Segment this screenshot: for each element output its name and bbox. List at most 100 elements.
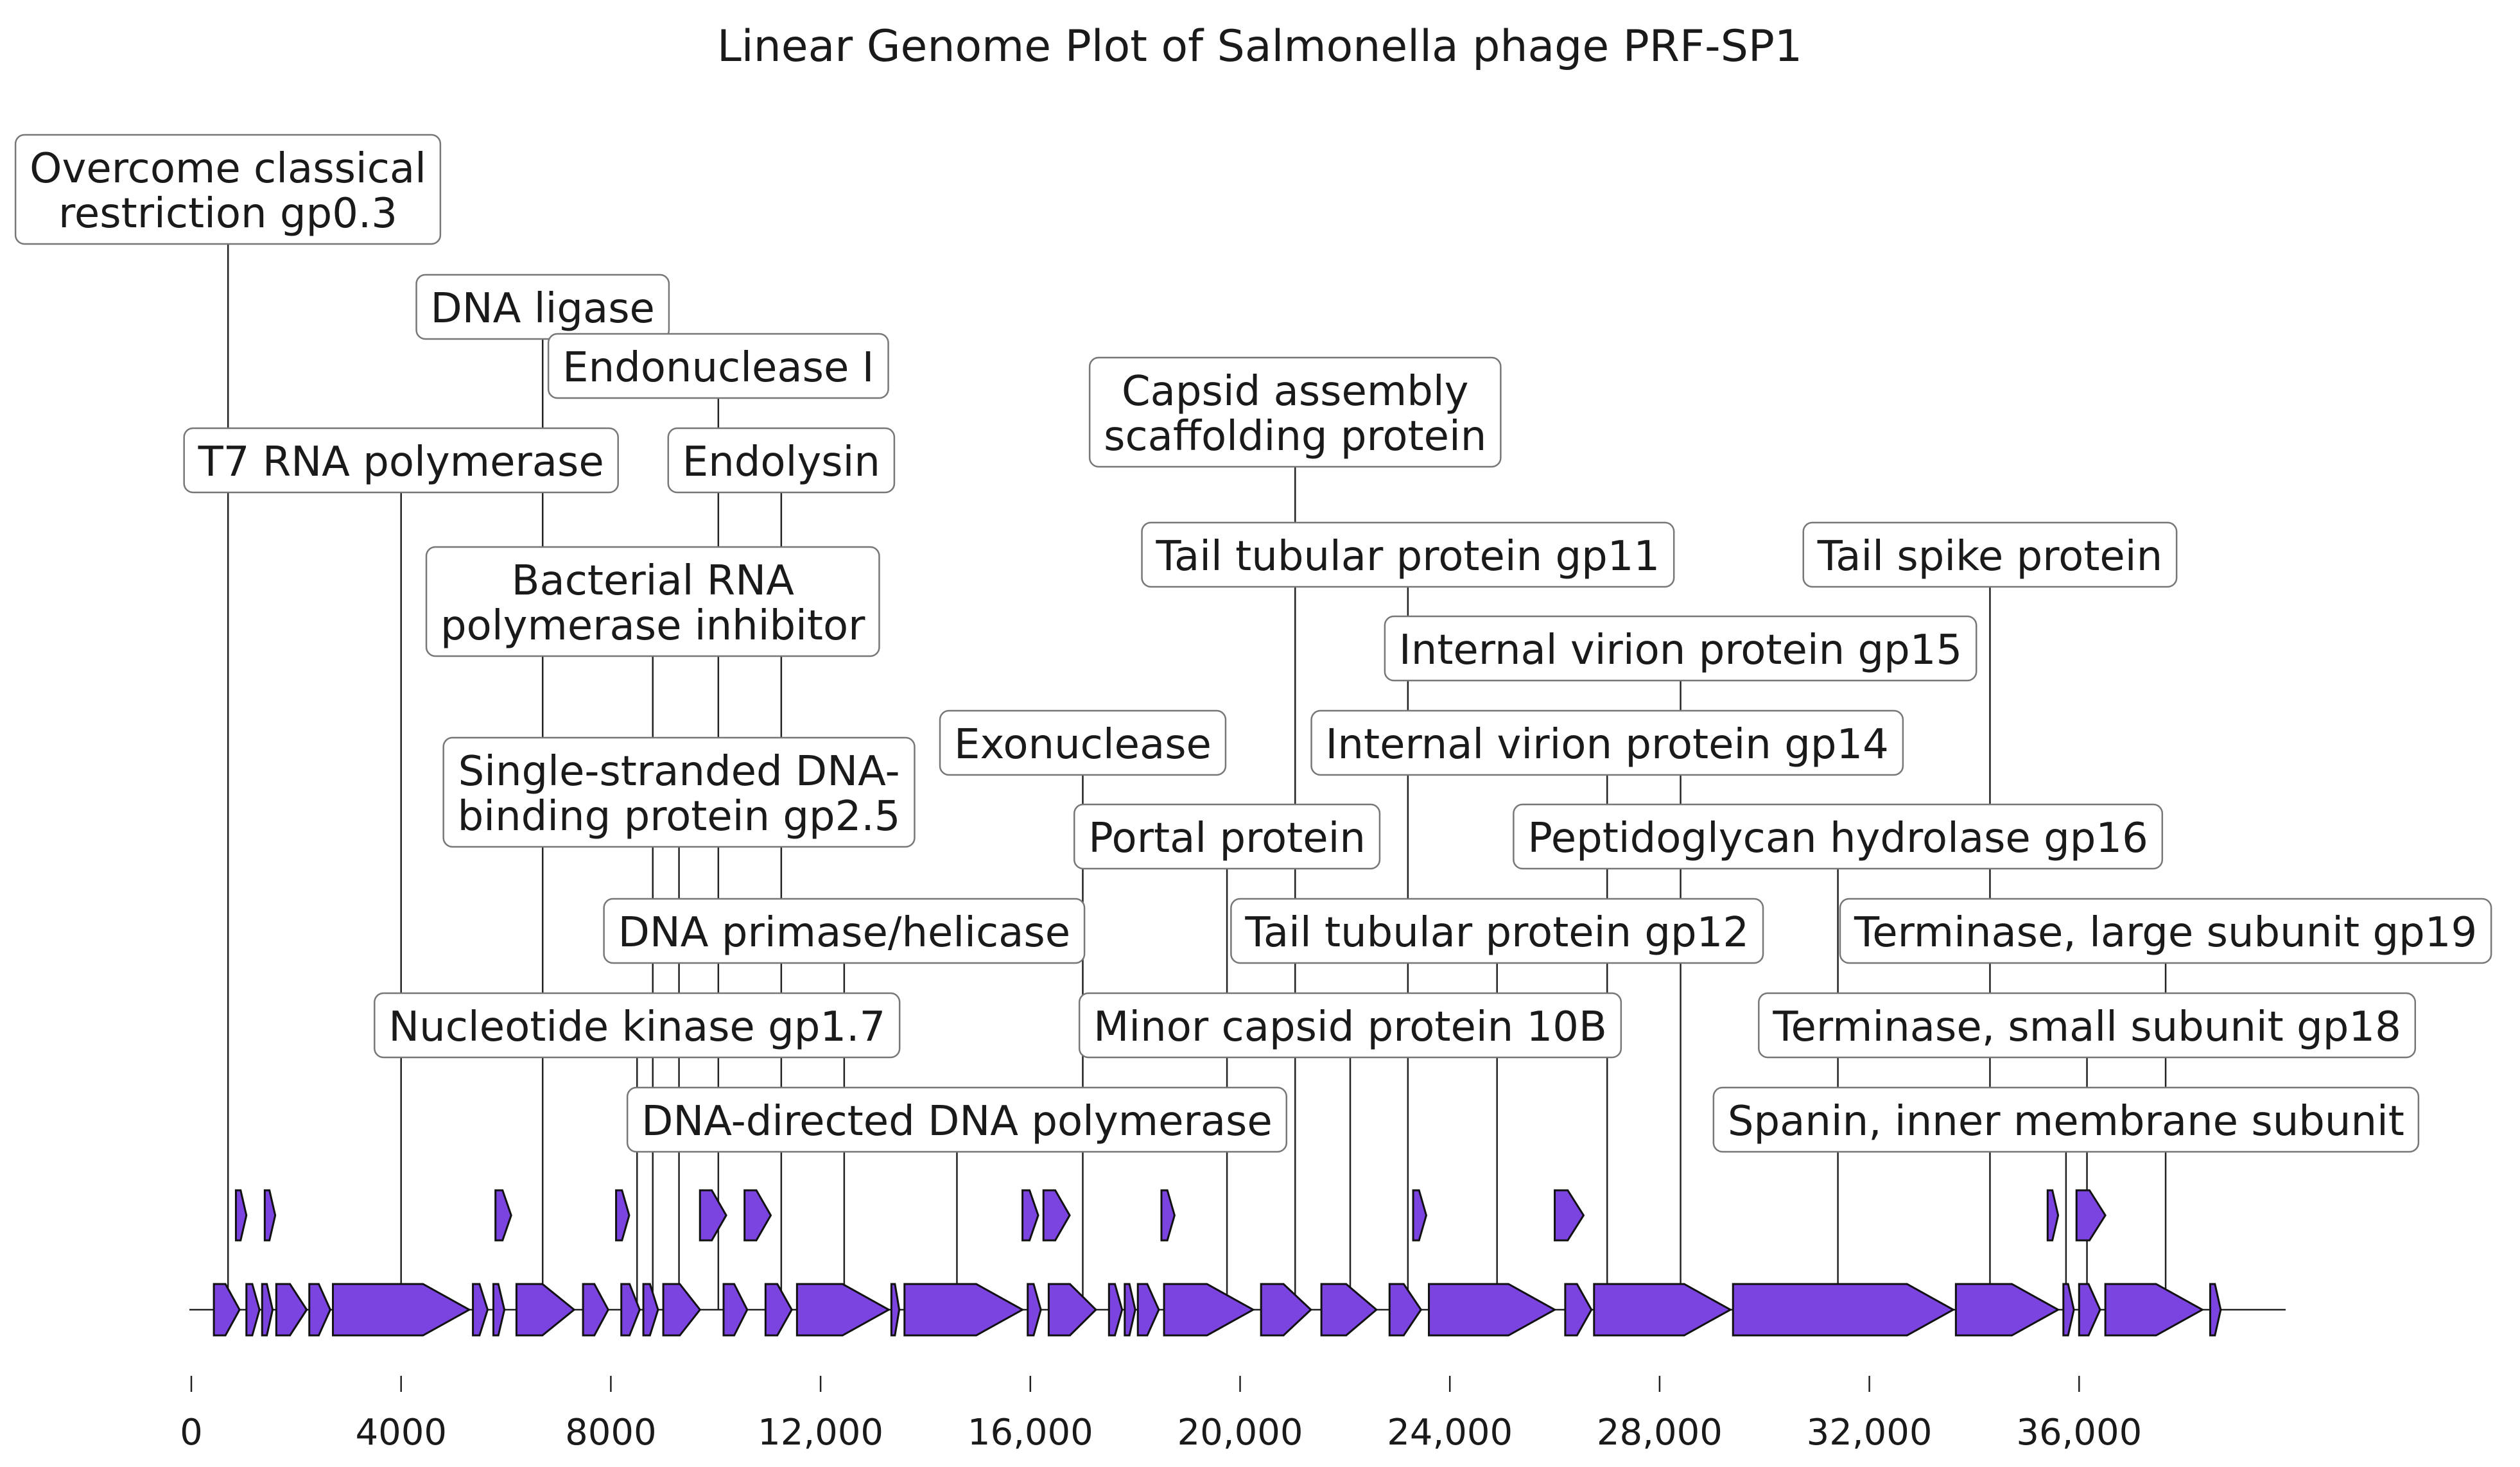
label-text-7-0: Tail tubular protein gp11	[1156, 533, 1660, 580]
label-box-22	[1712, 1086, 2420, 1153]
label-text-8-0: Tail spike protein	[1817, 533, 2162, 580]
label-box-16	[1230, 898, 1764, 964]
label-box-13	[1073, 803, 1381, 870]
gene-arrow-22	[1136, 1283, 1160, 1337]
gene-arrow-21	[1124, 1283, 1136, 1337]
gene-arrow-upper-9	[1412, 1189, 1428, 1242]
gene-arrow-13	[722, 1283, 749, 1337]
x-tick-label-5: 20,000	[1177, 1412, 1303, 1454]
label-text-16-0: Tail tubular protein gp12	[1244, 909, 1749, 957]
gene-arrow-35	[2209, 1283, 2222, 1337]
label-text-4-0: Endolysin	[682, 438, 880, 486]
label-box-5	[1088, 356, 1502, 468]
gene-arrow-7	[492, 1283, 506, 1337]
gene-arrow-upper-3	[615, 1189, 630, 1242]
x-tick-label-8: 32,000	[1807, 1412, 1933, 1454]
gene-arrow-31	[1954, 1283, 2060, 1337]
label-box-4	[667, 427, 896, 494]
gene-arrow-17	[903, 1283, 1025, 1337]
x-tick-label-1: 4000	[355, 1412, 447, 1454]
gene-arrow-5	[332, 1283, 471, 1337]
gene-arrow-upper-8	[1160, 1189, 1176, 1242]
x-tick-label-3: 12,000	[758, 1412, 883, 1454]
label-box-0	[14, 134, 442, 245]
label-box-17	[1839, 898, 2492, 964]
label-text-22-0: Spanin, inner membrane subunit	[1728, 1098, 2404, 1145]
label-box-8	[1802, 521, 2178, 588]
label-box-2	[547, 333, 889, 399]
gene-arrow-26	[1388, 1283, 1423, 1337]
label-text-14-0: Peptidoglycan hydrolase gp16	[1527, 815, 2148, 862]
label-text-10-0: Single-stranded DNA-	[458, 748, 900, 795]
gene-arrow-4	[308, 1283, 332, 1337]
gene-arrow-upper-2	[494, 1189, 512, 1242]
gene-arrow-25	[1320, 1283, 1378, 1337]
gene-arrow-upper-0	[234, 1189, 248, 1242]
label-text-1-0: DNA ligase	[431, 285, 655, 333]
gene-arrow-34	[2104, 1283, 2205, 1337]
gene-arrow-27	[1428, 1283, 1557, 1337]
label-text-18-0: Nucleotide kinase gp1.7	[388, 1003, 885, 1051]
gene-arrow-28	[1564, 1283, 1593, 1337]
gene-arrow-20	[1108, 1283, 1124, 1337]
gene-arrow-10	[620, 1283, 641, 1337]
label-text-21-0: DNA-directed DNA polymerase	[641, 1098, 1273, 1145]
label-box-20	[1758, 992, 2417, 1059]
label-text-6-0: Bacterial RNA	[512, 557, 795, 605]
label-text-19-0: Minor capsid protein 10B	[1093, 1003, 1607, 1051]
label-text-5-1: scaffolding protein	[1104, 413, 1486, 460]
label-box-12	[1310, 709, 1904, 776]
gene-track	[213, 1189, 2222, 1337]
label-text-6-1: polymerase inhibitor	[440, 602, 865, 650]
gene-arrow-9	[582, 1283, 610, 1337]
gene-arrow-upper-7	[1042, 1189, 1071, 1242]
gene-arrow-upper-5	[743, 1189, 772, 1242]
label-text-0-0: Overcome classical	[30, 145, 426, 193]
label-text-10-1: binding protein gp2.5	[458, 793, 901, 840]
gene-arrow-16	[890, 1283, 901, 1337]
gene-arrow-24	[1260, 1283, 1312, 1337]
label-text-3-0: T7 RNA polymerase	[198, 438, 604, 486]
gene-arrow-3	[275, 1283, 308, 1337]
gene-arrow-upper-12	[2075, 1189, 2107, 1242]
label-box-7	[1141, 521, 1675, 588]
gene-arrow-14	[764, 1283, 793, 1337]
gene-arrow-upper-10	[1554, 1189, 1585, 1242]
label-text-2-0: Endonuclease I	[562, 344, 874, 392]
gene-arrow-upper-11	[2046, 1189, 2060, 1242]
gene-arrow-2	[261, 1283, 274, 1337]
label-text-5-0: Capsid assembly	[1122, 368, 1469, 415]
x-tick-label-6: 24,000	[1387, 1412, 1513, 1454]
gene-arrow-11	[642, 1283, 659, 1337]
label-box-6	[425, 546, 880, 657]
gene-arrow-upper-6	[1021, 1189, 1039, 1242]
plot-title: Linear Genome Plot of Salmonella phage P…	[717, 21, 1802, 72]
label-box-19	[1078, 992, 1622, 1059]
label-box-15	[603, 898, 1086, 964]
gene-arrow-33	[2078, 1283, 2101, 1337]
gene-arrow-upper-4	[699, 1189, 727, 1242]
label-text-17-0: Terminase, large subunit gp19	[1854, 909, 2477, 957]
label-box-9	[1384, 615, 1977, 682]
label-box-21	[626, 1086, 1288, 1153]
gene-arrow-23	[1163, 1283, 1256, 1337]
gene-arrow-12	[662, 1283, 702, 1337]
label-text-15-0: DNA primase/helicase	[618, 909, 1070, 957]
label-box-1	[415, 273, 670, 340]
x-tick-label-9: 36,000	[2016, 1412, 2142, 1454]
gene-arrow-0	[213, 1283, 241, 1337]
gene-arrow-8	[515, 1283, 576, 1337]
label-box-3	[183, 427, 619, 494]
label-text-12-0: Internal virion protein gp14	[1326, 721, 1889, 768]
gene-arrow-6	[472, 1283, 489, 1337]
label-text-0-1: restriction gp0.3	[58, 190, 397, 238]
gene-arrow-29	[1593, 1283, 1733, 1337]
gene-arrow-19	[1047, 1283, 1098, 1337]
label-box-18	[374, 992, 901, 1059]
x-tick-label-7: 28,000	[1597, 1412, 1723, 1454]
gene-arrow-30	[1732, 1283, 1956, 1337]
label-text-20-0: Terminase, small subunit gp18	[1772, 1003, 2401, 1051]
